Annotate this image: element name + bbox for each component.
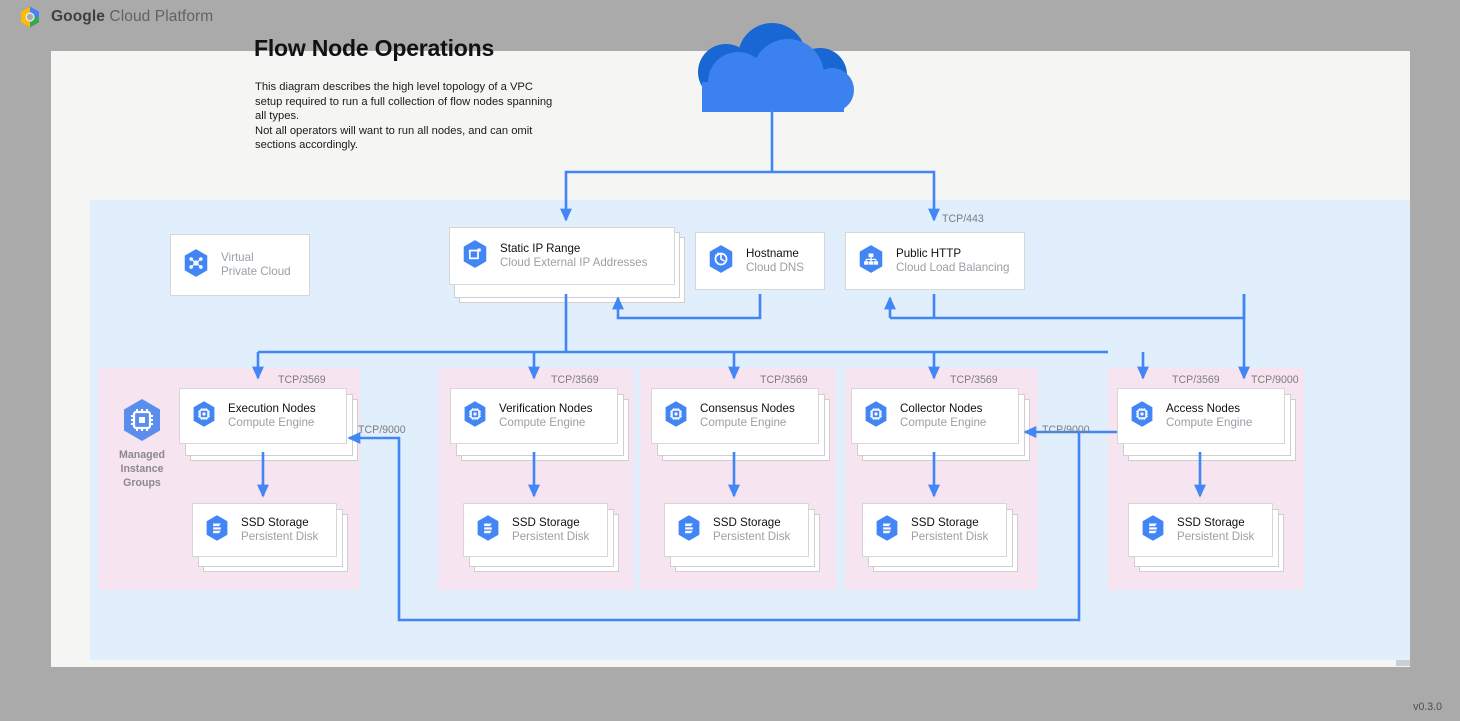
compute-engine-icon [192, 400, 216, 433]
card-execution-ssd-storage[interactable]: SSD Storage Persistent Disk [192, 503, 337, 557]
port-label-verification-in: TCP/3569 [551, 374, 599, 386]
persistent-disk-icon [875, 514, 899, 547]
card-consensus-ssd-storage[interactable]: SSD Storage Persistent Disk [664, 503, 809, 557]
card-subtitle: Persistent Disk [241, 530, 319, 543]
card-subtitle: Compute Engine [900, 416, 987, 429]
card-title: SSD Storage [1177, 515, 1245, 529]
compute-engine-icon [664, 400, 688, 433]
persistent-disk-icon [677, 514, 701, 547]
card-title: Collector Nodes [900, 401, 983, 415]
card-verification-nodes[interactable]: Verification Nodes Compute Engine [450, 388, 618, 444]
card-access-ssd-storage[interactable]: SSD Storage Persistent Disk [1128, 503, 1273, 557]
card-subtitle: Compute Engine [499, 416, 586, 429]
page-description: This diagram describes the high level to… [255, 81, 553, 152]
card-text: Virtual Private Cloud [221, 251, 291, 280]
gcp-brand-suffix: Cloud Platform [105, 8, 214, 25]
card-title: SSD Storage [512, 515, 580, 529]
card-verification-ssd-storage[interactable]: SSD Storage Persistent Disk [463, 503, 608, 557]
gcp-header-bar: Google Cloud Platform [0, 0, 1460, 34]
compute-engine-icon [864, 400, 888, 433]
managed-instance-groups-icon [122, 398, 162, 442]
card-public-http-load-balancing[interactable]: Public HTTP Cloud Load Balancing [845, 232, 1025, 290]
card-title: Virtual [221, 250, 254, 264]
card-hostname-cloud-dns[interactable]: Hostname Cloud DNS [695, 232, 825, 290]
card-title: SSD Storage [241, 515, 309, 529]
cloud-icon [680, 20, 866, 112]
card-text: SSD Storage Persistent Disk [911, 516, 988, 545]
card-subtitle: Persistent Disk [512, 530, 590, 543]
port-label-access-to-collector: TCP/9000 [1042, 424, 1090, 436]
card-text: Collector Nodes Compute Engine [900, 402, 986, 431]
card-text: Verification Nodes Compute Engine [499, 402, 592, 431]
page-title: Flow Node Operations [254, 35, 495, 61]
card-text: Static IP Range Cloud External IP Addres… [500, 242, 647, 271]
card-text: SSD Storage Persistent Disk [241, 516, 318, 545]
card-execution-nodes[interactable]: Execution Nodes Compute Engine [179, 388, 347, 444]
card-subtitle: Cloud Load Balancing [896, 261, 1010, 274]
port-label-execution-in: TCP/3569 [278, 374, 326, 386]
card-title: Static IP Range [500, 241, 581, 255]
virtual-private-cloud-icon [183, 248, 209, 283]
compute-engine-icon [463, 400, 487, 433]
card-title: Public HTTP [896, 246, 962, 260]
port-label-access-to-execution: TCP/9000 [358, 424, 406, 436]
card-subtitle: Cloud DNS [746, 261, 804, 274]
persistent-disk-icon [1141, 514, 1165, 547]
card-text: Execution Nodes Compute Engine [228, 402, 316, 431]
card-title: Execution Nodes [228, 401, 316, 415]
card-title: Access Nodes [1166, 401, 1241, 415]
card-text: Consensus Nodes Compute Engine [700, 402, 795, 431]
port-label-collector-in: TCP/3569 [950, 374, 998, 386]
port-label-lb: TCP/443 [942, 213, 984, 225]
card-consensus-nodes[interactable]: Consensus Nodes Compute Engine [651, 388, 819, 444]
card-title: SSD Storage [713, 515, 781, 529]
card-subtitle: Compute Engine [228, 416, 315, 429]
card-subtitle: Persistent Disk [1177, 530, 1255, 543]
port-label-access-in-9000: TCP/9000 [1251, 374, 1299, 386]
card-text: SSD Storage Persistent Disk [713, 516, 790, 545]
compute-engine-icon [1130, 400, 1154, 433]
card-virtual-private-cloud[interactable]: Virtual Private Cloud [170, 234, 310, 296]
persistent-disk-icon [205, 514, 229, 547]
card-title: SSD Storage [911, 515, 979, 529]
card-collector-nodes[interactable]: Collector Nodes Compute Engine [851, 388, 1019, 444]
card-subtitle: Compute Engine [1166, 416, 1253, 429]
card-subtitle: Private Cloud [221, 265, 291, 278]
card-title: Hostname [746, 246, 799, 260]
google-cloud-hexagon-logo-icon [18, 5, 42, 29]
card-text: Hostname Cloud DNS [746, 247, 804, 276]
gcp-brand-google: Google [51, 8, 105, 25]
persistent-disk-icon [476, 514, 500, 547]
card-subtitle: Compute Engine [700, 416, 787, 429]
card-subtitle: Cloud External IP Addresses [500, 256, 648, 269]
card-text: SSD Storage Persistent Disk [1177, 516, 1254, 545]
card-text: SSD Storage Persistent Disk [512, 516, 589, 545]
port-label-access-in: TCP/3569 [1172, 374, 1220, 386]
card-subtitle: Persistent Disk [911, 530, 989, 543]
port-label-consensus-in: TCP/3569 [760, 374, 808, 386]
card-collector-ssd-storage[interactable]: SSD Storage Persistent Disk [862, 503, 1007, 557]
version-label: v0.3.0 [1413, 701, 1442, 713]
gcp-wordmark: Google Cloud Platform [51, 8, 213, 26]
card-title: Verification Nodes [499, 401, 593, 415]
cloud-dns-icon [708, 244, 734, 279]
external-ip-addresses-icon [462, 239, 488, 274]
cloud-load-balancing-icon [858, 244, 884, 279]
card-access-nodes[interactable]: Access Nodes Compute Engine [1117, 388, 1285, 444]
card-text: Public HTTP Cloud Load Balancing [896, 247, 1009, 276]
card-subtitle: Persistent Disk [713, 530, 791, 543]
card-title: Consensus Nodes [700, 401, 795, 415]
card-static-ip-range[interactable]: Static IP Range Cloud External IP Addres… [449, 227, 675, 285]
card-text: Access Nodes Compute Engine [1166, 402, 1252, 431]
